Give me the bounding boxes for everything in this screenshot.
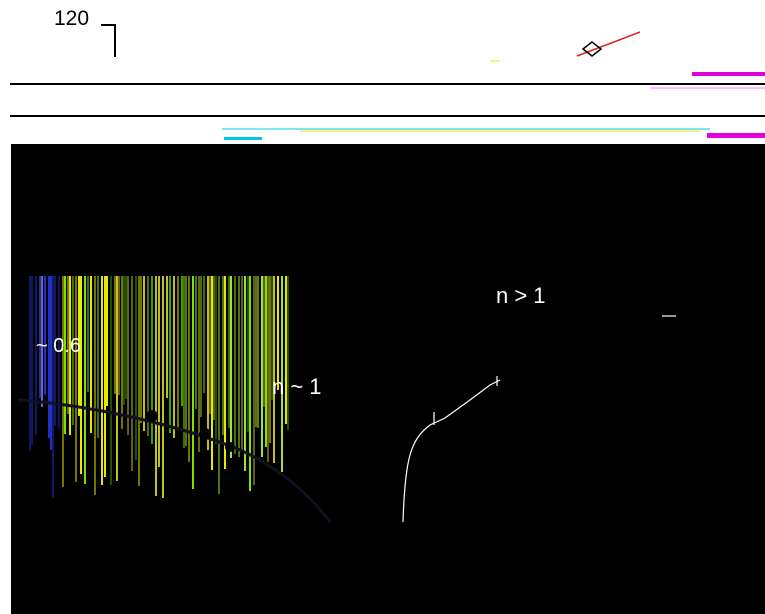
n-greater-label: n > 1: [496, 283, 546, 308]
approx-value-label: ~ 0.6: [36, 335, 81, 357]
dark-curve: [17, 398, 332, 523]
cyan-dash: [224, 137, 262, 140]
curve-dot: [146, 410, 158, 422]
dark-panel: [11, 144, 765, 614]
diamond-icon: [581, 41, 603, 57]
lower-divider: [10, 115, 765, 117]
magenta-dash-lower: [707, 133, 765, 138]
bracket-mark: [101, 24, 116, 57]
stripe-band: [29, 276, 289, 498]
top-value-label: 120: [54, 7, 90, 30]
curve-dot: [199, 428, 211, 440]
curve-dot: [225, 442, 235, 452]
white-curve: [402, 379, 501, 523]
n-approx-label: n ~ 1: [272, 374, 322, 399]
upper-divider: [10, 83, 765, 85]
magenta-dash-upper: [692, 72, 765, 76]
